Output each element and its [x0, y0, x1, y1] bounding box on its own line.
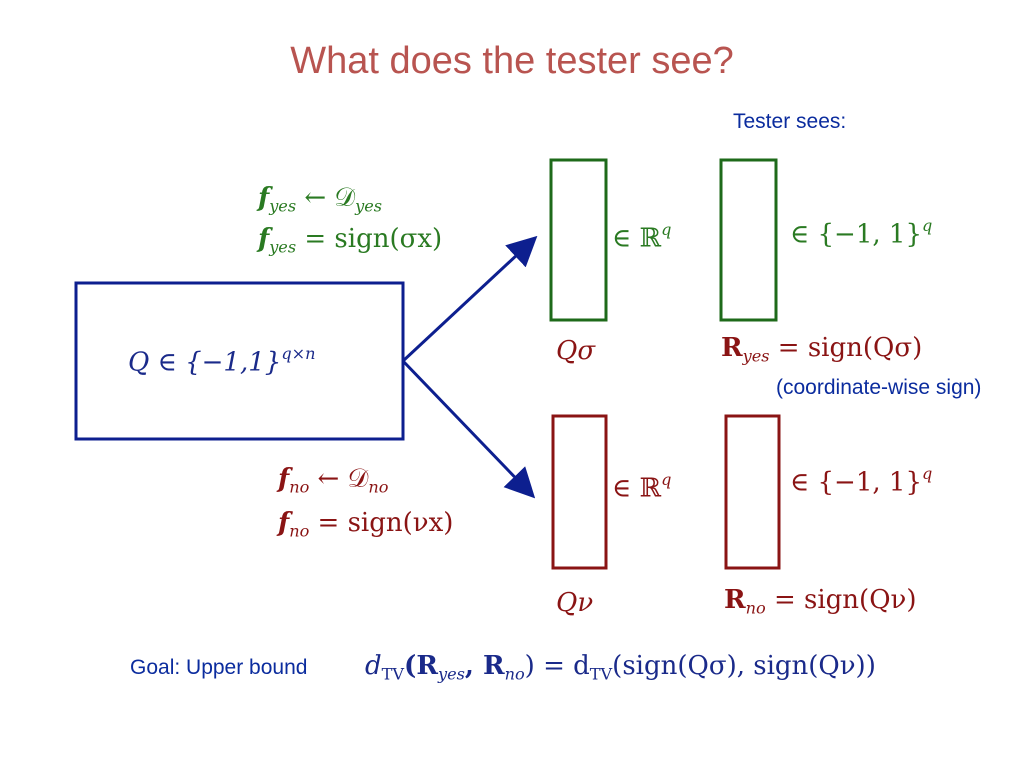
- r-no-definition: Rno = sign(Qν): [724, 585, 917, 618]
- q-nu-vector: [551, 414, 608, 570]
- tester-sees-label: Tester sees:: [733, 110, 847, 133]
- r-yes-vector: [719, 158, 778, 322]
- r-yes-sign-label: ∈ {−1, 1}q: [790, 216, 933, 250]
- f-no-definition: fno = sign(νx): [278, 508, 454, 541]
- f-yes-distribution: fyes ← 𝒟yes: [258, 183, 383, 216]
- slide-title: What does the tester see?: [290, 40, 734, 82]
- arrow-to-yes: [401, 235, 538, 363]
- f-yes-definition: fyes = sign(σx): [258, 224, 443, 257]
- q-nu-label: Qν: [556, 588, 594, 618]
- goal-prefix: Goal: Upper bound: [130, 656, 308, 679]
- query-matrix-label: Q ∈ {−1,1}q×n: [128, 344, 316, 378]
- r-no-vector: [724, 414, 781, 570]
- q-sigma-label: Qσ: [556, 336, 596, 366]
- q-nu-real-label: ∈ ℝq: [612, 470, 672, 504]
- r-no-sign-label: ∈ {−1, 1}q: [790, 464, 933, 498]
- q-sigma-vector: [549, 158, 608, 322]
- r-yes-definition: Ryes = sign(Qσ): [721, 333, 923, 366]
- q-sigma-real-label: ∈ ℝq: [612, 220, 672, 254]
- goal-formula: dTV(Ryes, Rno) = dTV(sign(Qσ), sign(Qν)): [365, 651, 876, 684]
- coordinate-wise-note: (coordinate-wise sign): [776, 376, 982, 399]
- arrow-to-no: [401, 359, 536, 499]
- f-no-distribution: fno ← 𝒟no: [278, 464, 389, 497]
